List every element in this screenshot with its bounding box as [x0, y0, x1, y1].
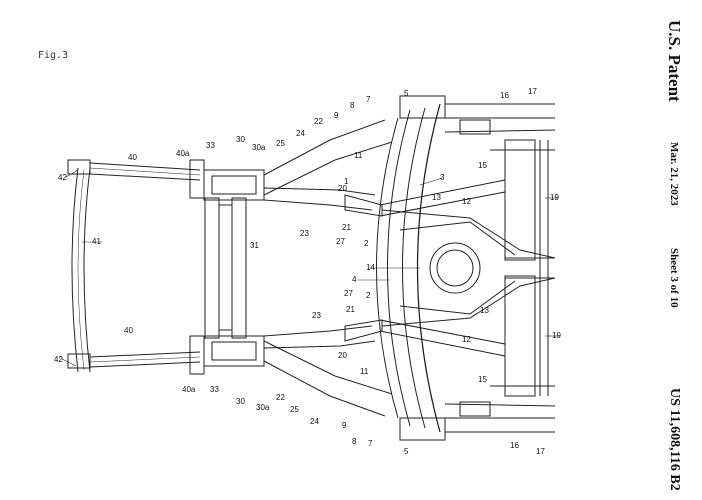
ref-24-upper: 24 — [296, 129, 305, 138]
ref-17-lower: 17 — [536, 447, 545, 456]
ref-9-upper: 9 — [334, 111, 339, 120]
ref-27-upper: 27 — [336, 237, 345, 246]
ref-40-upper: 40 — [128, 153, 137, 162]
ref-7-lower: 7 — [368, 439, 373, 448]
ref-20-lower: 20 — [338, 351, 347, 360]
crash-box-lower — [89, 335, 205, 375]
ref-21-lower: 21 — [346, 305, 355, 314]
ref-8-upper: 8 — [350, 101, 355, 110]
ref-1: 1 — [344, 177, 349, 186]
ref-12-lower: 12 — [462, 335, 471, 344]
braces — [344, 179, 506, 357]
ref-30a-lower: 30a — [256, 403, 270, 412]
patent-date: Mar. 21, 2023 — [668, 142, 680, 206]
leader-lines — [61, 169, 560, 367]
side-member-lower — [263, 325, 393, 417]
sheet-number: Sheet 3 of 10 — [668, 248, 680, 308]
ref-42-upper: 42 — [58, 173, 67, 182]
ref-22-lower: 22 — [276, 393, 285, 402]
mount-blocks — [203, 169, 265, 367]
ref-5-upper: 5 — [404, 89, 409, 98]
ref-4: 4 — [352, 275, 357, 284]
ref-42-lower: 42 — [54, 355, 63, 364]
ref-13-lower: 13 — [480, 306, 489, 315]
ref-5-lower: 5 — [404, 447, 409, 456]
ref-19-lower: 19 — [552, 331, 561, 340]
crash-box-upper — [89, 159, 205, 199]
ref-16-lower: 16 — [510, 441, 519, 450]
ref-30-upper: 30 — [236, 135, 245, 144]
ref-14: 14 — [366, 263, 375, 272]
figure-label: Fig.3 — [38, 50, 69, 61]
tunnel-structure — [381, 209, 556, 327]
reference-numerals: 42 42 41 40 40 40a 40a 33 33 30 30 30a 3… — [54, 87, 561, 456]
ref-40a-lower: 40a — [182, 385, 196, 394]
ref-9-lower: 9 — [342, 421, 347, 430]
ref-11-lower: 11 — [360, 367, 369, 376]
ref-8-lower: 8 — [352, 437, 357, 446]
ref-41: 41 — [92, 237, 101, 246]
longitudinal-members — [490, 139, 555, 397]
front-cross-member — [204, 197, 247, 339]
ref-2-upper: 2 — [364, 239, 369, 248]
ref-24-lower: 24 — [310, 417, 319, 426]
ref-16-upper: 16 — [500, 91, 509, 100]
ref-31: 31 — [250, 241, 259, 250]
ref-17-upper: 17 — [528, 87, 537, 96]
ref-40-lower: 40 — [124, 326, 133, 335]
ref-12-upper: 12 — [462, 197, 471, 206]
patent-header-title: U.S. Patent — [665, 20, 684, 102]
ref-20-upper: 20 — [338, 184, 347, 193]
ref-3: 3 — [440, 173, 445, 182]
ref-23-lower: 23 — [312, 311, 321, 320]
ref-19-upper: 19 — [550, 193, 559, 202]
ref-33-lower: 33 — [210, 385, 219, 394]
ref-7-upper: 7 — [366, 95, 371, 104]
ref-23-upper: 23 — [300, 229, 309, 238]
ref-2-lower: 2 — [366, 291, 371, 300]
bumper-beam — [67, 159, 91, 373]
ref-21-upper: 21 — [342, 223, 351, 232]
ref-27-lower: 27 — [344, 289, 353, 298]
floor-rails — [444, 103, 556, 433]
ref-40a-upper: 40a — [176, 149, 190, 158]
ref-22-upper: 22 — [314, 117, 323, 126]
ref-30a-upper: 30a — [252, 143, 266, 152]
ref-15-upper: 15 — [478, 161, 487, 170]
ref-11-upper: 11 — [354, 151, 363, 160]
ref-25-upper: 25 — [276, 139, 285, 148]
ref-15-lower: 15 — [478, 375, 487, 384]
ref-33-upper: 33 — [206, 141, 215, 150]
ref-13-upper: 13 — [432, 193, 441, 202]
ref-25-lower: 25 — [290, 405, 299, 414]
ref-30-lower: 30 — [236, 397, 245, 406]
side-member-upper — [263, 119, 393, 211]
patent-number: US 11,608,116 B2 — [667, 388, 682, 491]
